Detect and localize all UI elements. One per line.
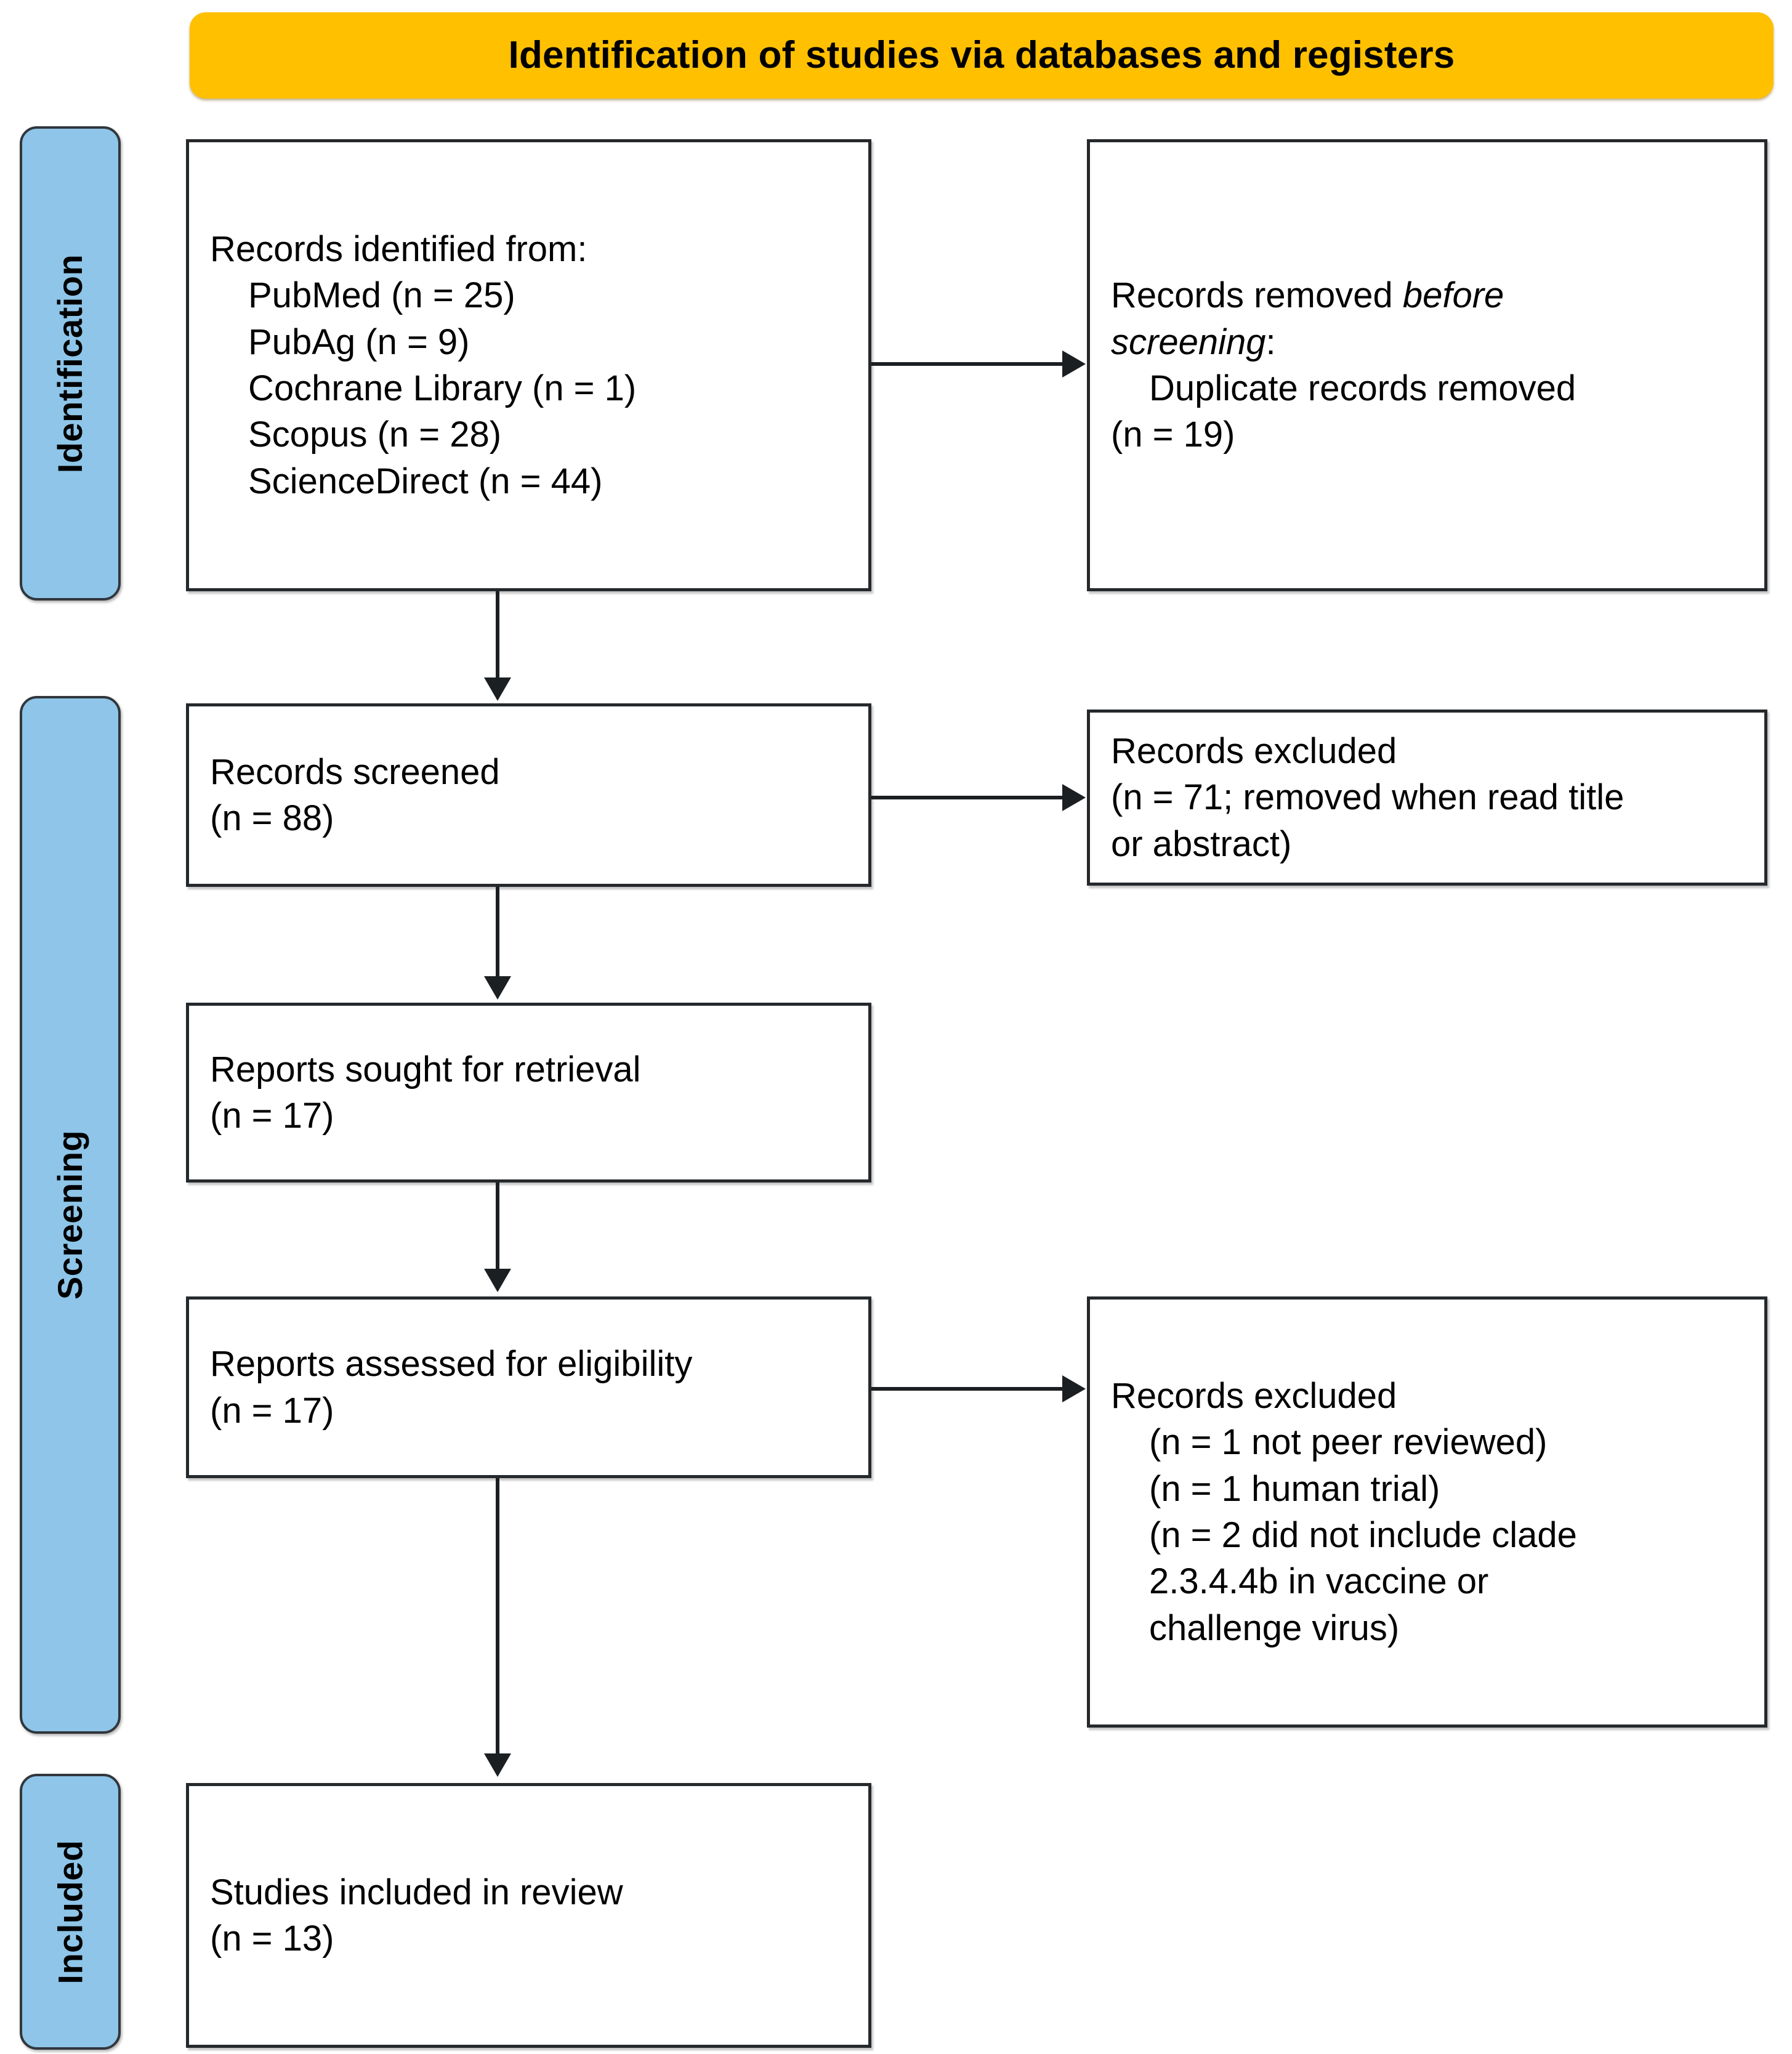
box-line: (n = 13) xyxy=(210,1919,334,1959)
box-line: Records excluded xyxy=(1111,730,1397,771)
box-line-emphasis: before xyxy=(1402,275,1504,316)
arrowhead-assessed-to-excluded xyxy=(1062,1375,1086,1402)
box-reports-sought-body: Reports sought for retrieval (n = 17) xyxy=(189,1046,868,1139)
box-line: challenge virus) xyxy=(1149,1607,1400,1648)
arrowhead-sought-to-assessed xyxy=(484,1269,511,1292)
box-records-excluded-eligibility: Records excluded (n = 1 not peer reviewe… xyxy=(1087,1296,1767,1728)
arrowhead-screened-to-excluded xyxy=(1062,784,1086,811)
box-line: screening: xyxy=(1111,319,1743,365)
box-line: Duplicate records removed xyxy=(1149,368,1576,408)
arrowhead-assessed-to-included xyxy=(484,1753,511,1777)
stage-label-included-text: Included xyxy=(50,1839,90,1984)
box-reports-sought: Reports sought for retrieval (n = 17) xyxy=(186,1003,871,1183)
box-studies-included-body: Studies included in review (n = 13) xyxy=(189,1869,868,1962)
box-line: Scopus (n = 28) xyxy=(248,414,502,455)
box-line: Cochrane Library (n = 1) xyxy=(248,368,637,408)
box-line: (n = 17) xyxy=(210,1096,334,1136)
stage-label-identification: Identification xyxy=(20,126,121,600)
box-line: 2.3.4.4b in vaccine or xyxy=(1149,1561,1489,1602)
connector-screened-to-excluded xyxy=(871,796,1062,799)
box-line-emphasis: screening xyxy=(1111,321,1266,362)
box-line: (n = 1 not peer reviewed) xyxy=(1149,1422,1548,1463)
box-reports-assessed: Reports assessed for eligibility (n = 17… xyxy=(186,1296,871,1478)
box-line: PubAg (n = 9) xyxy=(248,321,470,362)
box-line: ScienceDirect (n = 44) xyxy=(248,461,603,501)
stage-label-screening-text: Screening xyxy=(50,1130,90,1300)
box-reports-assessed-body: Reports assessed for eligibility (n = 17… xyxy=(189,1341,868,1434)
box-line: Records excluded xyxy=(1111,1375,1397,1416)
box-line: Reports sought for retrieval xyxy=(210,1049,641,1090)
box-records-screened-body: Records screened (n = 88) xyxy=(189,749,868,842)
connector-screened-to-sought xyxy=(496,887,499,979)
arrowhead-identified-to-removed xyxy=(1062,350,1086,378)
box-line: Records removed before xyxy=(1111,272,1743,318)
box-records-identified: Records identified from: PubMed (n = 25)… xyxy=(186,139,871,591)
box-line: (n = 17) xyxy=(210,1390,334,1431)
box-studies-included: Studies included in review (n = 13) xyxy=(186,1783,871,2048)
connector-identified-to-screened xyxy=(496,591,499,681)
connector-sought-to-assessed xyxy=(496,1183,499,1272)
box-line: Studies included in review xyxy=(210,1872,623,1912)
phase-banner-title: Identification of studies via databases … xyxy=(508,33,1455,76)
box-line: or abstract) xyxy=(1111,823,1292,864)
box-line: (n = 88) xyxy=(210,798,334,838)
arrowhead-screened-to-sought xyxy=(484,976,511,1000)
stage-label-screening: Screening xyxy=(20,696,121,1734)
box-line: (n = 19) xyxy=(1111,414,1235,455)
box-records-excluded-screening-body: Records excluded (n = 71; removed when r… xyxy=(1090,728,1764,867)
stage-label-identification-text: Identification xyxy=(50,254,90,473)
connector-assessed-to-excluded xyxy=(871,1387,1062,1391)
box-records-removed-before-screening: Records removed before screening: Duplic… xyxy=(1087,139,1767,591)
box-line: (n = 2 did not include clade xyxy=(1149,1515,1577,1555)
box-records-identified-body: Records identified from: PubMed (n = 25)… xyxy=(189,226,868,504)
box-line: PubMed (n = 25) xyxy=(248,275,515,316)
box-records-excluded-screening: Records excluded (n = 71; removed when r… xyxy=(1087,710,1767,886)
phase-banner-identification: Identification of studies via databases … xyxy=(190,12,1774,99)
box-records-excluded-eligibility-body: Records excluded (n = 1 not peer reviewe… xyxy=(1090,1373,1764,1651)
box-line-text: : xyxy=(1265,321,1276,362)
box-records-screened: Records screened (n = 88) xyxy=(186,703,871,887)
connector-assessed-to-included xyxy=(496,1478,499,1757)
connector-identified-to-removed xyxy=(871,362,1062,366)
arrowhead-identified-to-screened xyxy=(484,677,511,701)
stage-label-included: Included xyxy=(20,1774,121,2050)
box-line-text: Records removed xyxy=(1111,275,1403,316)
box-records-removed-body: Records removed before screening: Duplic… xyxy=(1090,272,1764,458)
box-line: Records identified from: xyxy=(210,228,587,269)
box-line: Reports assessed for eligibility xyxy=(210,1344,693,1385)
box-line: (n = 71; removed when read title xyxy=(1111,777,1625,818)
box-line: (n = 1 human trial) xyxy=(1149,1468,1440,1509)
box-line: Records screened xyxy=(210,751,500,792)
